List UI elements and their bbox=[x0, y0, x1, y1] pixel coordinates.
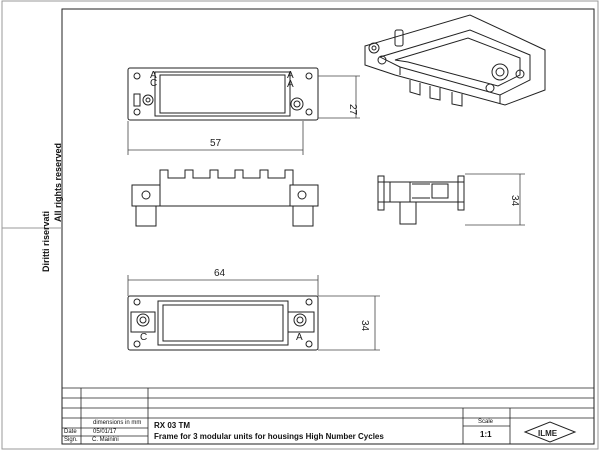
date-label: Date bbox=[64, 429, 77, 435]
top-marker-a-right: A bbox=[287, 70, 294, 81]
front-view bbox=[131, 169, 319, 227]
scale-label: Scale bbox=[478, 419, 494, 425]
part-code: RX 03 TM bbox=[154, 421, 191, 430]
dim-bottom-width bbox=[127, 275, 319, 296]
sign-value: C. Mainini bbox=[92, 437, 119, 443]
units-note: dimensions in mm bbox=[93, 420, 142, 426]
dim-bottom-height bbox=[318, 295, 380, 351]
dim-side-height bbox=[465, 173, 525, 226]
top-marker-c-left: C bbox=[150, 78, 157, 89]
brand-logo: ILME bbox=[523, 421, 577, 443]
dim-bottom-width-label: 64 bbox=[214, 268, 226, 279]
bottom-view bbox=[127, 295, 319, 351]
rights-reserved-english: All rights reserved bbox=[53, 142, 63, 222]
title-block-grid bbox=[61, 387, 594, 445]
dim-top-width bbox=[127, 121, 304, 155]
side-view bbox=[377, 175, 465, 225]
dim-bottom-height-label: 34 bbox=[359, 320, 370, 332]
bottom-marker-c: C bbox=[140, 332, 147, 343]
isometric-view bbox=[364, 14, 546, 107]
rights-reserved-italian: Diritti riservati bbox=[41, 210, 51, 272]
top-marker-a-left: A bbox=[150, 70, 157, 81]
scale-value: 1:1 bbox=[480, 430, 492, 439]
sign-label: Sign. bbox=[64, 437, 78, 443]
svg-text:ILME: ILME bbox=[538, 429, 558, 438]
dim-top-height bbox=[318, 75, 360, 119]
top-view bbox=[127, 67, 319, 121]
bottom-marker-a: A bbox=[296, 332, 303, 343]
dim-side-height-label: 34 bbox=[509, 195, 520, 207]
top-marker-a-right2: A bbox=[287, 79, 294, 90]
dim-top-width-label: 57 bbox=[210, 138, 222, 149]
date-value: 05/01/17 bbox=[93, 429, 117, 435]
part-description: Frame for 3 modular units for housings H… bbox=[154, 432, 384, 441]
dim-top-height-label: 27 bbox=[347, 104, 358, 116]
